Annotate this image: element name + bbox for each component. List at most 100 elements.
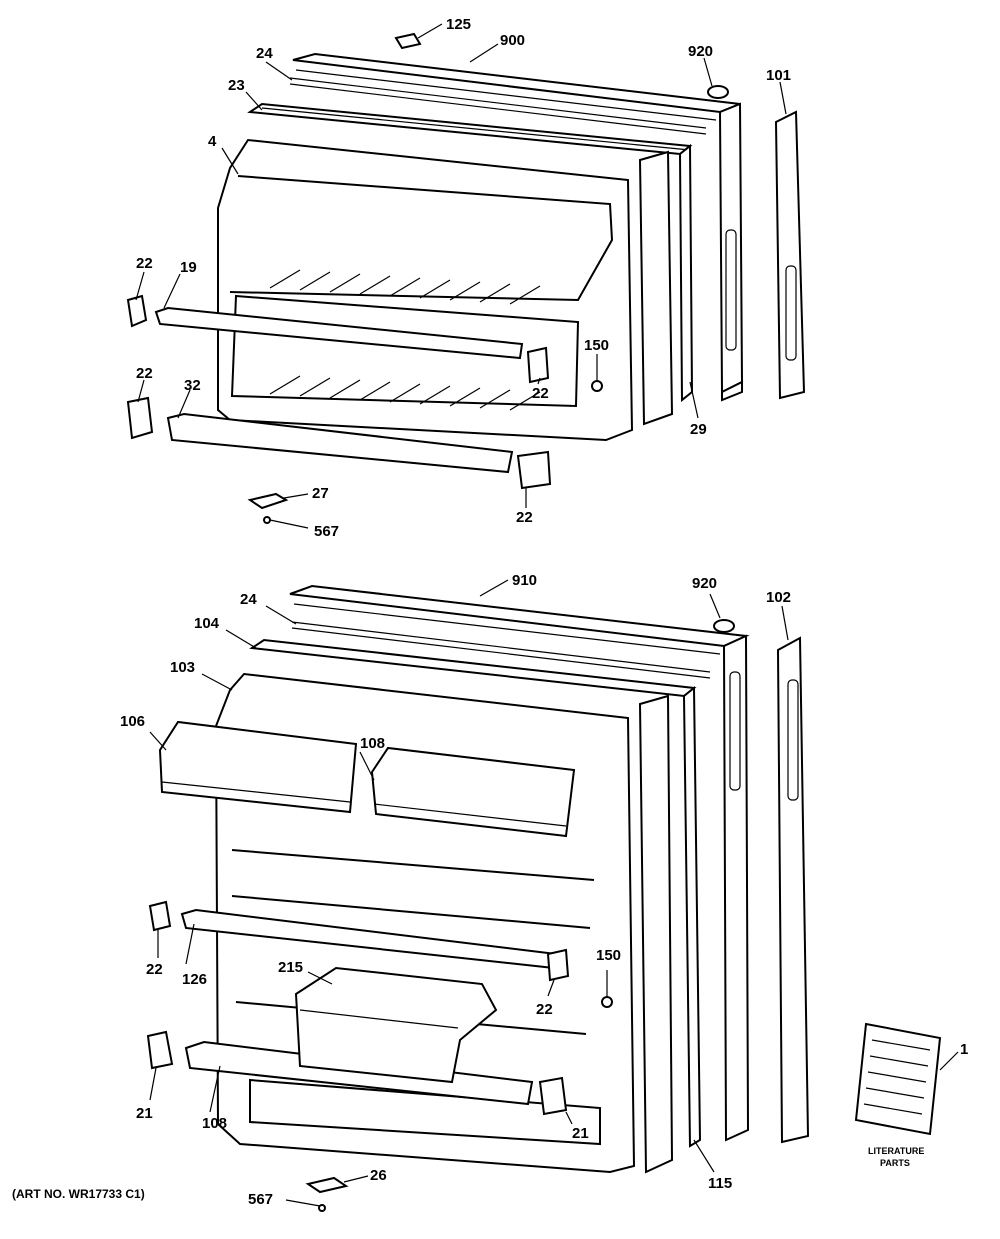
- part-910-handle-slot: [729, 671, 741, 791]
- part-22-clip-left-upper: [126, 294, 148, 328]
- callout-910: 910: [512, 572, 537, 589]
- part-567-screw-lower: [318, 1204, 326, 1212]
- door-frame-side-lower: [638, 694, 674, 1174]
- part-215-dairy-bin: [294, 966, 498, 1084]
- art-number-caption: (ART NO. WR17733 C1): [12, 1187, 145, 1201]
- part-910-top-edge: [289, 584, 750, 648]
- callout-22-a: 22: [136, 255, 153, 272]
- callout-4: 4: [208, 133, 217, 150]
- part-920-plug: [707, 85, 729, 99]
- callout-22-d: 22: [516, 509, 533, 526]
- callout-22-c: 22: [532, 385, 549, 402]
- part-19-shelf-bar: [154, 306, 524, 360]
- callout-102: 102: [766, 589, 791, 606]
- callout-27: 27: [312, 485, 329, 502]
- part-22-clip-right-upper: [526, 346, 550, 384]
- callout-150: 150: [584, 337, 609, 354]
- liner-upper-shelf: [229, 175, 614, 302]
- part-24-strip: [289, 77, 707, 129]
- callout-22-e: 22: [146, 961, 163, 978]
- literature-caption-line2: PARTS: [880, 1158, 910, 1168]
- callout-150-lower: 150: [596, 947, 621, 964]
- callout-920-lower: 920: [692, 575, 717, 592]
- callout-24-lower: 24: [240, 591, 257, 608]
- part-27-hinge-pin: [247, 492, 289, 510]
- part-102-handle-trim: [776, 636, 810, 1144]
- callout-32: 32: [184, 377, 201, 394]
- part-106-bin-left: [158, 720, 358, 814]
- callout-104: 104: [194, 615, 220, 632]
- freezer-leaders: [135, 23, 787, 529]
- part-24-strip-b: [289, 83, 707, 135]
- part-24-strip-lower: [291, 621, 711, 673]
- callout-103: 103: [170, 659, 195, 676]
- callout-920: 920: [688, 43, 713, 60]
- part-32-shelf-bar: [166, 412, 514, 474]
- liner-divider-1: [231, 849, 595, 881]
- part-910-side-edge: [722, 634, 750, 1142]
- part-102-slot: [787, 679, 799, 801]
- callout-21-right: 21: [572, 1125, 589, 1142]
- part-22-clip-left-lower: [126, 396, 154, 440]
- callout-101: 101: [766, 67, 791, 84]
- fresh-food-door-assembly: [146, 579, 959, 1212]
- part-106-bin-right-lip: [373, 803, 567, 827]
- freezer-callout-labels: 125 900 920 101 24 23 4 22 19 22 32 22 1…: [136, 16, 791, 540]
- part-24-strip-lower-b: [291, 627, 711, 679]
- callout-900: 900: [500, 32, 525, 49]
- part-106-bin-left-lip: [161, 781, 351, 803]
- callout-29: 29: [690, 421, 707, 438]
- part-900-top-edge: [292, 52, 741, 114]
- callout-22-f: 22: [536, 1001, 553, 1018]
- part-21-clip-right: [538, 1076, 568, 1116]
- part-215-bin-lip: [299, 1009, 459, 1029]
- part-1-literature-booklet: [854, 1022, 942, 1136]
- part-150-plug-lower: [601, 996, 613, 1008]
- callout-126: 126: [182, 971, 207, 988]
- callout-125: 125: [446, 16, 471, 33]
- part-150-plug: [591, 380, 603, 392]
- fresh-food-leaders: [149, 579, 959, 1207]
- part-920-plug-lower: [713, 619, 735, 633]
- part-22-clip-right-lower-door: [546, 948, 570, 982]
- callout-567: 567: [314, 523, 339, 540]
- part-101-handle-trim: [774, 110, 806, 400]
- part-900-handle-slot: [725, 229, 737, 351]
- part-29-gasket-side: [678, 143, 694, 403]
- callout-1: 1: [960, 1041, 968, 1058]
- part-900-side-edge: [718, 102, 744, 394]
- literature-caption-line1: LITERATURE: [868, 1146, 924, 1156]
- callout-19: 19: [180, 259, 197, 276]
- liner-ribs-lower: [269, 375, 541, 411]
- part-115-gasket-side: [682, 685, 702, 1148]
- liner-lower-well: [230, 294, 580, 408]
- fresh-food-callout-labels: 910 920 102 24 104 103 106 108 22 126 21…: [120, 572, 968, 1208]
- callout-106: 106: [120, 713, 145, 730]
- callout-108-upper: 108: [360, 735, 385, 752]
- part-900-corner: [721, 380, 743, 402]
- callout-115: 115: [708, 1175, 732, 1192]
- callout-23: 23: [228, 77, 245, 94]
- callout-215: 215: [278, 959, 303, 976]
- literature-booklet-lines: [863, 1039, 931, 1115]
- callout-22-b: 22: [136, 365, 153, 382]
- callout-108-lower: 108: [202, 1115, 227, 1132]
- part-4-door-liner: [217, 138, 634, 442]
- part-22-clip-left-lower-door: [148, 900, 172, 932]
- freezer-door-assembly: [126, 23, 806, 529]
- callout-567-lower: 567: [248, 1191, 273, 1208]
- part-910-line: [293, 603, 721, 655]
- part-567-screw: [263, 516, 271, 524]
- part-22-clip-right-lower: [516, 450, 552, 490]
- part-21-clip-left: [146, 1030, 174, 1070]
- part-125-clip: [394, 32, 422, 50]
- callout-21-left: 21: [136, 1105, 153, 1122]
- part-900-line: [295, 69, 717, 121]
- liner-ribs-upper: [269, 269, 541, 305]
- door-frame-side: [638, 150, 674, 426]
- part-106-bin-right: [370, 746, 576, 838]
- callout-26: 26: [370, 1167, 387, 1184]
- part-101-slot: [785, 265, 797, 361]
